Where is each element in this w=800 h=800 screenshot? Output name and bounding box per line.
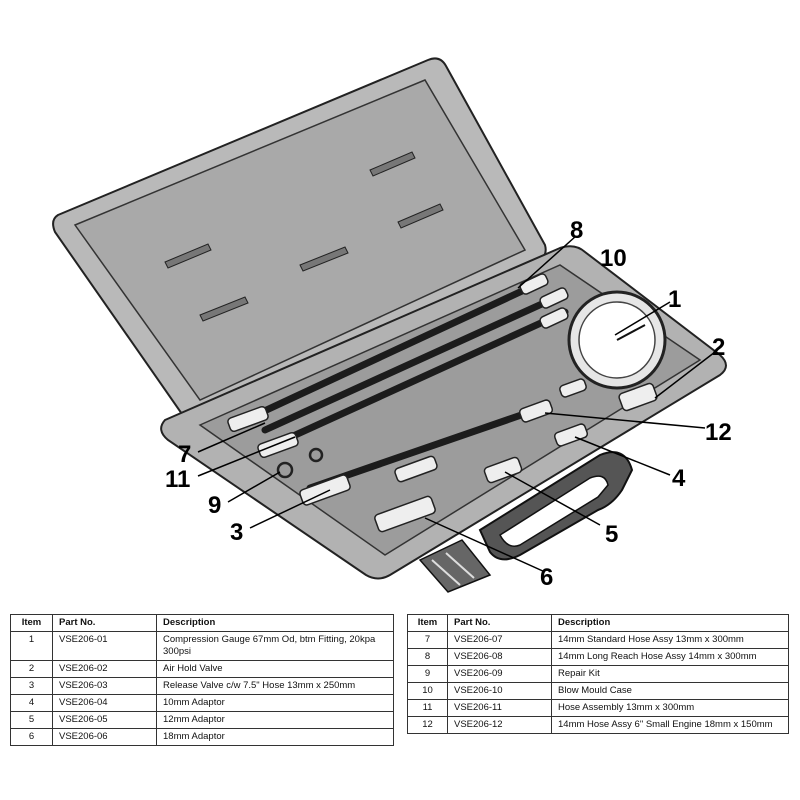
item-cell: 4 xyxy=(10,693,53,712)
callout-7: 7 xyxy=(178,441,191,468)
header-item: Item xyxy=(407,614,448,632)
header-part-no: Part No. xyxy=(52,614,157,632)
description-cell: 12mm Adaptor xyxy=(156,710,394,729)
part-no-cell: VSE206-11 xyxy=(447,699,552,717)
header-item: Item xyxy=(10,614,53,632)
item-cell: 11 xyxy=(407,699,448,717)
item-cell: 12 xyxy=(407,716,448,734)
leader-lines xyxy=(197,235,716,573)
description-cell: 14mm Hose Assy 6" Small Engine 18mm x 15… xyxy=(551,716,789,734)
description-cell: 14mm Standard Hose Assy 13mm x 300mm xyxy=(551,631,789,649)
callout-4: 4 xyxy=(672,465,686,492)
part-no-cell: VSE206-04 xyxy=(52,693,157,712)
item-cell: 6 xyxy=(10,727,53,746)
part-no-cell: VSE206-10 xyxy=(447,682,552,700)
part-no-cell: VSE206-08 xyxy=(447,648,552,666)
description-cell: Repair Kit xyxy=(551,665,789,683)
part-no-cell: VSE206-12 xyxy=(447,716,552,734)
callout-12: 12 xyxy=(705,419,732,446)
part-no-cell: VSE206-06 xyxy=(52,727,157,746)
repair-kit xyxy=(276,447,324,479)
callout-5: 5 xyxy=(605,521,618,548)
callout-8: 8 xyxy=(570,217,583,244)
case-latch xyxy=(418,539,492,593)
description-cell: Compression Gauge 67mm Od, btm Fitting, … xyxy=(156,631,394,661)
callout-2: 2 xyxy=(712,334,725,361)
description-cell: 14mm Long Reach Hose Assy 14mm x 300mm xyxy=(551,648,789,666)
description-cell: 10mm Adaptor xyxy=(156,693,394,712)
description-cell: Hose Assembly 13mm x 300mm xyxy=(551,699,789,717)
item-cell: 2 xyxy=(10,659,53,678)
item-cell: 3 xyxy=(10,676,53,695)
case-handle xyxy=(478,451,634,561)
product-illustration: 1 2 3 4 5 6 7 8 9 10 11 12 xyxy=(52,57,732,593)
part-no-cell: VSE206-07 xyxy=(447,631,552,649)
description-cell: Blow Mould Case xyxy=(551,682,789,700)
description-cell: Release Valve c/w 7.5" Hose 13mm x 250mm xyxy=(156,676,394,695)
callout-6: 6 xyxy=(540,564,553,591)
item-cell: 1 xyxy=(10,631,53,661)
part-no-cell: VSE206-03 xyxy=(52,676,157,695)
item-cell: 9 xyxy=(407,665,448,683)
callout-10: 10 xyxy=(600,245,627,272)
item-cell: 8 xyxy=(407,648,448,666)
table-header-row: Item Part No. Description xyxy=(10,614,394,632)
item-cell: 7 xyxy=(407,631,448,649)
part-no-cell: VSE206-09 xyxy=(447,665,552,683)
callout-9: 9 xyxy=(208,492,221,519)
item-cell: 5 xyxy=(10,710,53,729)
case-lid xyxy=(52,57,547,423)
callout-11: 11 xyxy=(165,466,190,493)
header-description: Description xyxy=(156,614,394,632)
part-no-cell: VSE206-05 xyxy=(52,710,157,729)
hoses xyxy=(241,281,569,492)
description-cell: Air Hold Valve xyxy=(156,659,394,678)
callout-3: 3 xyxy=(230,519,243,546)
callout-1: 1 xyxy=(668,286,681,313)
compression-gauge xyxy=(567,290,667,390)
part-no-cell: VSE206-02 xyxy=(52,659,157,678)
header-description: Description xyxy=(551,614,789,632)
header-part-no: Part No. xyxy=(447,614,552,632)
table-header-row: Item Part No. Description xyxy=(407,614,789,632)
description-cell: 18mm Adaptor xyxy=(156,727,394,746)
item-cell: 10 xyxy=(407,682,448,700)
fittings xyxy=(227,273,658,533)
part-no-cell: VSE206-01 xyxy=(52,631,157,661)
